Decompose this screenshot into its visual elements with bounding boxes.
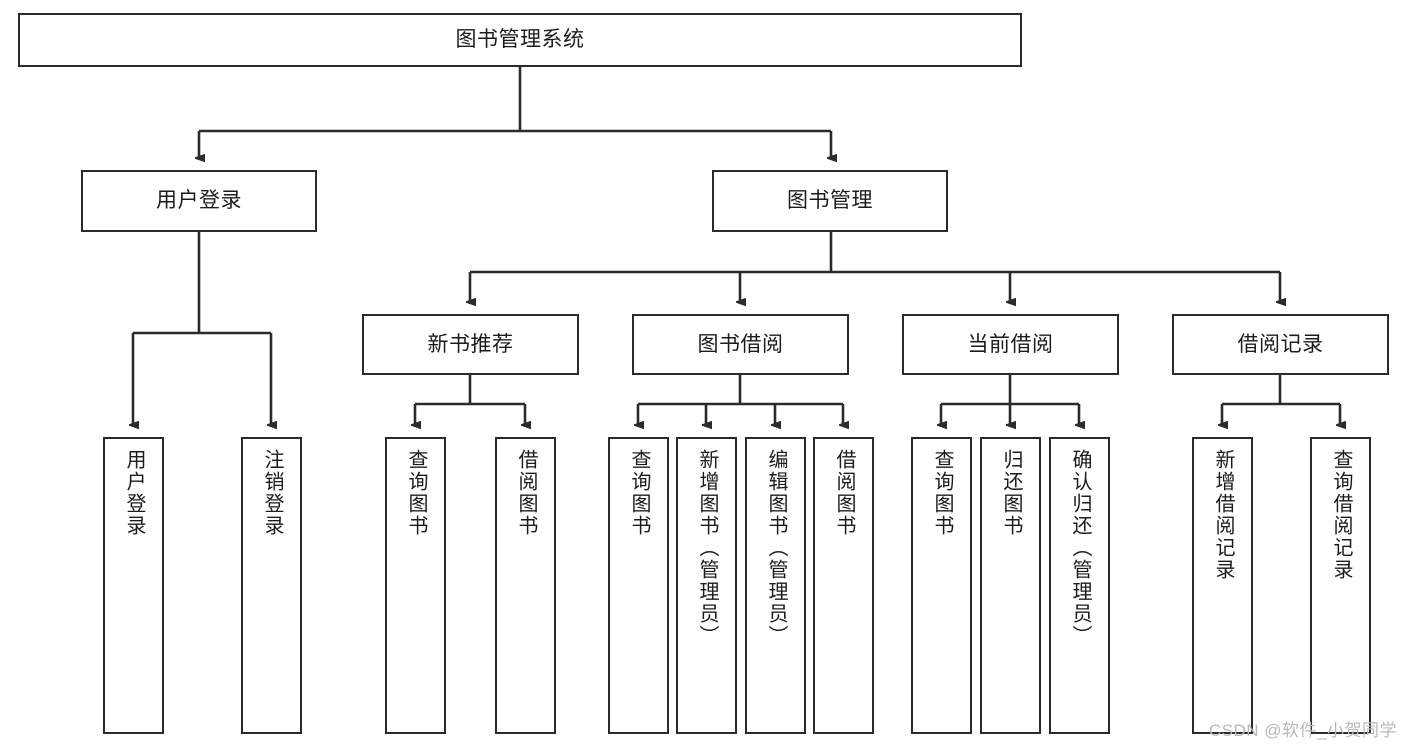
leaf-edit-book[interactable]: 编辑图书（管理员）: [745, 437, 806, 734]
leaf-return-book-label: 归还图书: [1000, 449, 1022, 537]
node-borrow-record-label: 借阅记录: [1237, 332, 1324, 356]
leaf-borrow-book-1-label: 借阅图书: [515, 449, 537, 537]
leaf-user-login-label: 用户登录: [123, 449, 145, 537]
node-root[interactable]: 图书管理系统: [18, 13, 1022, 67]
leaf-logout-login-label: 注销登录: [261, 449, 283, 537]
node-user-login-label: 用户登录: [156, 189, 242, 213]
node-current-borrow[interactable]: 当前借阅: [902, 314, 1119, 375]
node-borrow-record[interactable]: 借阅记录: [1172, 314, 1389, 375]
node-book-borrow[interactable]: 图书借阅: [632, 314, 849, 375]
node-book-management[interactable]: 图书管理: [712, 170, 948, 232]
node-book-borrow-label: 图书借阅: [697, 332, 784, 356]
leaf-add-borrow-record-label: 新增借阅记录: [1212, 449, 1234, 581]
leaf-query-book-3-label: 查询图书: [931, 449, 953, 537]
node-user-login[interactable]: 用户登录: [81, 170, 317, 232]
node-book-management-label: 图书管理: [787, 189, 873, 213]
leaf-query-book-1[interactable]: 查询图书: [385, 437, 446, 734]
leaf-user-login[interactable]: 用户登录: [103, 437, 164, 734]
leaf-return-book[interactable]: 归还图书: [980, 437, 1041, 734]
csdn-watermark: CSDN @软件_小贺同学: [1208, 721, 1397, 740]
leaf-query-book-1-label: 查询图书: [405, 449, 427, 537]
leaf-query-book-2[interactable]: 查询图书: [608, 437, 669, 734]
leaf-edit-book-label: 编辑图书（管理员）: [765, 449, 787, 647]
leaf-add-book-label: 新增图书（管理员）: [696, 449, 718, 647]
leaf-confirm-return-label: 确认归还（管理员）: [1069, 449, 1091, 647]
leaf-query-book-2-label: 查询图书: [628, 449, 650, 537]
leaf-add-book[interactable]: 新增图书（管理员）: [676, 437, 737, 734]
leaf-query-borrow-record-label: 查询借阅记录: [1330, 449, 1352, 581]
leaf-borrow-book-2[interactable]: 借阅图书: [813, 437, 874, 734]
node-new-book-recommend[interactable]: 新书推荐: [362, 314, 579, 375]
node-new-book-recommend-label: 新书推荐: [427, 332, 514, 356]
node-current-borrow-label: 当前借阅: [967, 332, 1054, 356]
leaf-logout-login[interactable]: 注销登录: [241, 437, 302, 734]
leaf-query-borrow-record[interactable]: 查询借阅记录: [1310, 437, 1371, 734]
leaf-confirm-return[interactable]: 确认归还（管理员）: [1049, 437, 1110, 734]
leaf-borrow-book-1[interactable]: 借阅图书: [495, 437, 556, 734]
leaf-borrow-book-2-label: 借阅图书: [833, 449, 855, 537]
leaf-add-borrow-record[interactable]: 新增借阅记录: [1192, 437, 1253, 734]
leaf-query-book-3[interactable]: 查询图书: [911, 437, 972, 734]
node-root-label: 图书管理系统: [455, 28, 585, 52]
